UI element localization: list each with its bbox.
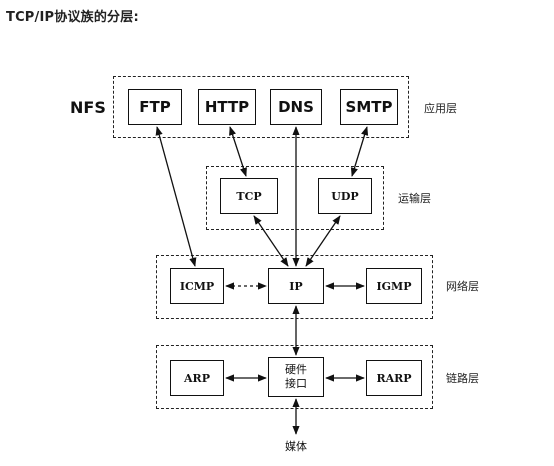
udp-box: UDP bbox=[318, 178, 372, 214]
igmp-box: IGMP bbox=[366, 268, 422, 304]
icmp-box: ICMP bbox=[170, 268, 224, 304]
arp-box: ARP bbox=[170, 360, 224, 396]
nfs-label: NFS bbox=[70, 98, 106, 117]
transport-layer-label: 运输层 bbox=[398, 192, 431, 205]
rarp-box: RARP bbox=[366, 360, 422, 396]
http-tcp-arrow bbox=[229, 126, 247, 177]
udp-ip-arrow bbox=[305, 215, 341, 267]
ip-box: IP bbox=[268, 268, 324, 304]
smtp-udp-arrow bbox=[350, 126, 369, 177]
dns-box: DNS bbox=[270, 89, 322, 125]
application-layer-group bbox=[113, 76, 409, 138]
tcp-box: TCP bbox=[220, 178, 278, 214]
smtp-box: SMTP bbox=[340, 89, 398, 125]
application-layer-label: 应用层 bbox=[424, 102, 457, 115]
link-layer-label: 链路层 bbox=[446, 372, 479, 385]
ftp-box: FTP bbox=[128, 89, 182, 125]
hardware-interface-box: 硬件 接口 bbox=[268, 357, 324, 397]
interface-label: 接口 bbox=[285, 377, 307, 390]
media-label: 媒体 bbox=[285, 440, 307, 453]
hardware-label: 硬件 bbox=[285, 363, 307, 376]
diagram-heading: TCP/IP协议族的分层: bbox=[6, 10, 139, 25]
http-box: HTTP bbox=[198, 89, 256, 125]
ftp-icmp-arrow bbox=[155, 126, 197, 267]
tcp-ip-arrow bbox=[253, 215, 289, 267]
network-layer-label: 网络层 bbox=[446, 280, 479, 293]
